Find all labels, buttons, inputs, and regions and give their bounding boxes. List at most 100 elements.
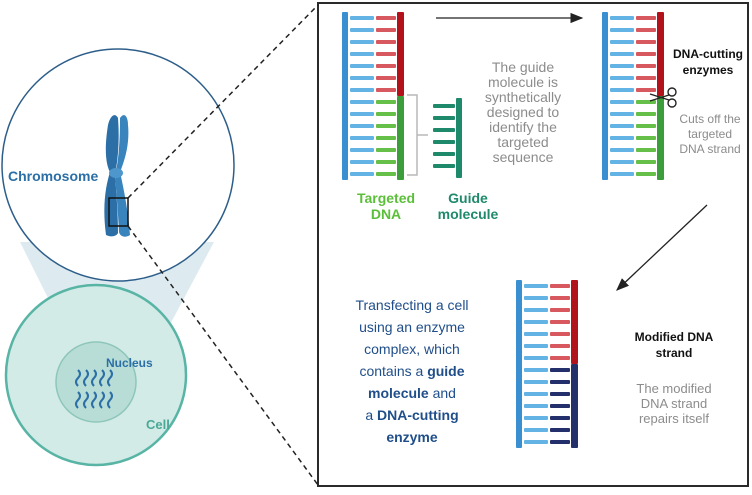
dna-base-left [350,112,374,116]
chromatin-strand [75,391,81,409]
dna-base-left [350,172,374,176]
dna-backbone-right-upper [657,12,664,96]
guide-tooth [433,104,455,108]
dna-base-left [610,16,634,20]
dna-base-right [636,52,656,56]
dna-backbone-left [602,12,608,180]
dna-base-right [636,160,656,164]
dna-base-right [636,148,656,152]
nucleus [55,341,137,423]
dna-backbone-left [516,280,522,448]
dna-base-right [550,320,570,324]
process-panel-border [317,2,749,487]
dna-base-left [350,76,374,80]
dna-base-left [524,320,548,324]
dna-base-left [524,368,548,372]
dna-base-right [636,112,656,116]
chromatin-strand [91,391,97,409]
transfecting-run: complex, which [364,341,460,357]
dna-cut [602,12,664,180]
chromosome-icon [104,115,130,237]
dna-base-right [550,404,570,408]
dna-base-right [376,28,396,32]
dna-base-left [524,356,548,360]
dna-base-left [524,296,548,300]
transfecting-bold-run: DNA-cutting [377,407,459,423]
dna-base-left [350,100,374,104]
dna-base-right [550,416,570,420]
dna-base-left [610,160,634,164]
dna-base-right [636,172,656,176]
dna-base-right [376,100,396,104]
chromatin-strand [83,369,89,387]
dna-base-right [550,296,570,300]
targeted-dna-label: Targeted DNA [356,190,416,222]
transfecting-run: contains a [359,363,428,379]
dna-base-left [610,64,634,68]
dna-base-left [524,284,548,288]
transfecting-line: contains a guide [336,360,488,382]
transfecting-line: Transfecting a cell [336,294,488,316]
guide-tooth [433,152,455,156]
chromatin-strand [99,369,105,387]
transfecting-run: and [428,385,456,401]
transfecting-line: complex, which [336,338,488,360]
transfecting-description: Transfecting a cell using an enzyme comple… [336,294,488,448]
dna-backbone-left [342,12,348,180]
transfecting-line: using an enzyme [336,316,488,338]
dna-base-left [610,148,634,152]
dna-base-right [636,64,656,68]
transfecting-line: enzyme [336,426,488,448]
dna-base-left [350,16,374,20]
dna-base-left [610,112,634,116]
transfecting-bold-run: molecule [368,385,429,401]
guide-tooth [433,116,455,120]
guide-molecule-label: Guide molecule [437,190,499,222]
dna-base-left [524,440,548,444]
transfecting-run: Transfecting a cell [355,297,469,313]
chromosome-label: Chromosome [8,168,99,184]
dna-base-right [550,284,570,288]
dna-base-right [550,392,570,396]
cell-label: Cell [146,417,170,432]
nucleus-label: Nucleus [106,356,153,370]
dna-base-left [610,88,634,92]
dna-base-left [350,160,374,164]
dna-base-left [610,100,634,104]
guide-tooth [433,128,455,132]
chromatin-strand [91,369,97,387]
dna-base-left [524,344,548,348]
dna-backbone-right-upper [397,12,404,96]
chromatin-strand [107,391,113,409]
transfecting-line: a DNA-cutting [336,404,488,426]
dna-base-right [376,160,396,164]
dna-base-right [550,332,570,336]
dna-base-left [350,124,374,128]
dna-base-right [376,52,396,56]
target-bracket [407,94,428,176]
dna-modified [516,280,578,448]
dna-base-right [550,440,570,444]
dna-base-right [376,76,396,80]
dna-base-left [610,52,634,56]
dna-base-left [524,416,548,420]
guide-tooth [433,140,455,144]
dna-base-right [636,40,656,44]
dna-base-left [350,88,374,92]
dna-base-left [610,136,634,140]
dna-base-right [550,380,570,384]
dna-base-right [376,148,396,152]
dna-backbone-right-upper [571,280,578,364]
dna-original [342,12,404,180]
dna-base-left [610,76,634,80]
dna-base-right [550,344,570,348]
dna-base-right [550,428,570,432]
dna-base-left [524,404,548,408]
arrow-diagonal [616,204,708,291]
scissors-icon [649,87,677,108]
transfecting-bold-run: enzyme [386,429,438,445]
dna-base-right [550,356,570,360]
guide-backbone [456,98,462,178]
dna-base-right [376,64,396,68]
